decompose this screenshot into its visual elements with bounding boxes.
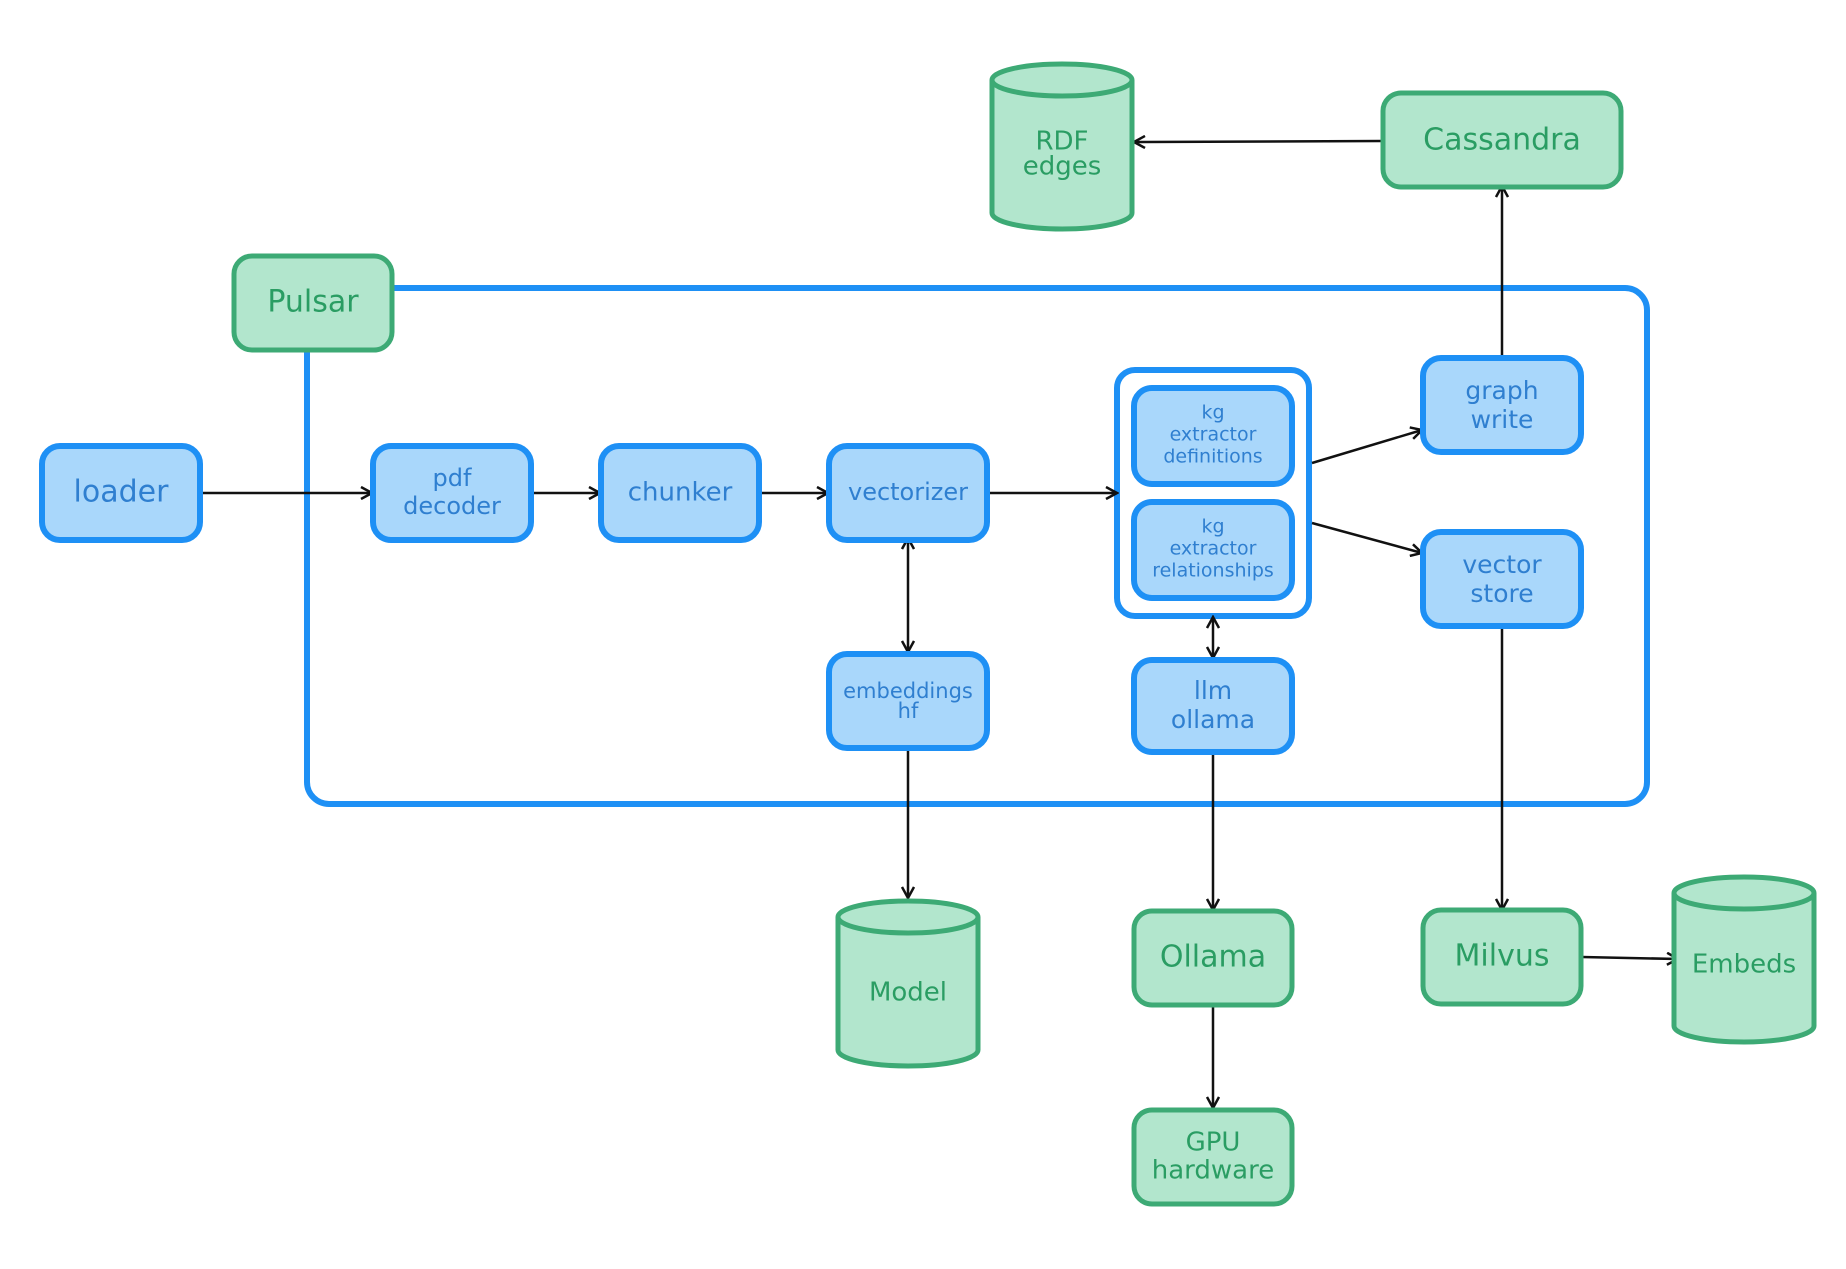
node-kg-relationships-label-line2: extractor [1170,538,1257,560]
node-graph-write[interactable]: graph write [1420,355,1584,455]
node-embeds[interactable]: Embeds [1671,874,1817,1045]
arrow-kg-to-vector-store [1311,521,1422,553]
arrow-kg-to-graph-write [1311,430,1422,465]
pulsar-frame [304,285,1650,807]
node-kg-relationships-label-line1: kg [1201,516,1224,538]
node-vector-store-label-line1: vector [1462,550,1542,579]
node-graph-write-label-line2: write [1471,405,1534,434]
node-kg-extractor-definitions[interactable]: kg extractor definitions [1131,385,1295,487]
arrow-milvus-to-embeds [1581,957,1678,959]
node-vector-store-label-line2: store [1470,579,1533,608]
node-loader[interactable]: loader [39,443,203,543]
node-milvus-label: Milvus [1455,939,1550,974]
node-kg-definitions-label-line2: extractor [1170,424,1257,446]
node-rdf-edges[interactable]: RDF edges [989,61,1135,232]
node-pulsar-label: Pulsar [267,285,359,320]
node-kg-extractor-relationships[interactable]: kg extractor relationships [1131,499,1295,601]
node-llm-ollama-label-line2: ollama [1171,705,1255,734]
node-gpu-hardware-label-line2: hardware [1152,1156,1274,1186]
node-graph-write-label-line1: graph [1465,376,1538,405]
node-cassandra-label: Cassandra [1423,123,1581,158]
node-chunker-label: chunker [628,478,733,508]
node-embeds-label: Embeds [1692,950,1796,980]
node-pulsar[interactable]: Pulsar [231,253,395,353]
node-vectorizer-label: vectorizer [848,478,968,506]
node-embeddings-hf[interactable]: embeddings hf [826,651,990,751]
node-vectorizer[interactable]: vectorizer [826,443,990,543]
node-ollama-label: Ollama [1160,940,1266,975]
node-cassandra[interactable]: Cassandra [1380,90,1624,190]
node-chunker[interactable]: chunker [598,443,762,543]
node-llm-ollama[interactable]: llm ollama [1131,657,1295,755]
connectors [200,141,1678,1108]
node-kg-relationships-label-line3: relationships [1152,560,1274,582]
node-pdf-decoder-label-line1: pdf [433,464,472,492]
node-ollama[interactable]: Ollama [1131,908,1295,1008]
node-gpu-hardware-label-line1: GPU [1186,1128,1241,1158]
node-embeddings-hf-label-line1: embeddings [843,679,973,703]
node-gpu-hardware[interactable]: GPU hardware [1131,1107,1295,1207]
node-model-label: Model [869,978,947,1008]
node-rdf-edges-label-line2: edges [1023,152,1102,182]
node-kg-definitions-label-line1: kg [1201,402,1224,424]
node-vector-store[interactable]: vector store [1420,529,1584,629]
arrow-cassandra-to-rdf-edges [1134,141,1383,142]
node-model[interactable]: Model [835,898,981,1069]
node-loader-label: loader [74,475,170,510]
node-pdf-decoder-label-line2: decoder [403,492,501,520]
node-embeddings-hf-label-line2: hf [898,699,919,723]
node-rdf-edges-label-line1: RDF [1035,127,1088,157]
node-milvus[interactable]: Milvus [1420,907,1584,1007]
node-llm-ollama-label-line1: llm [1194,676,1232,705]
node-kg-definitions-label-line3: definitions [1163,446,1262,468]
node-pdf-decoder[interactable]: pdf decoder [370,443,534,543]
